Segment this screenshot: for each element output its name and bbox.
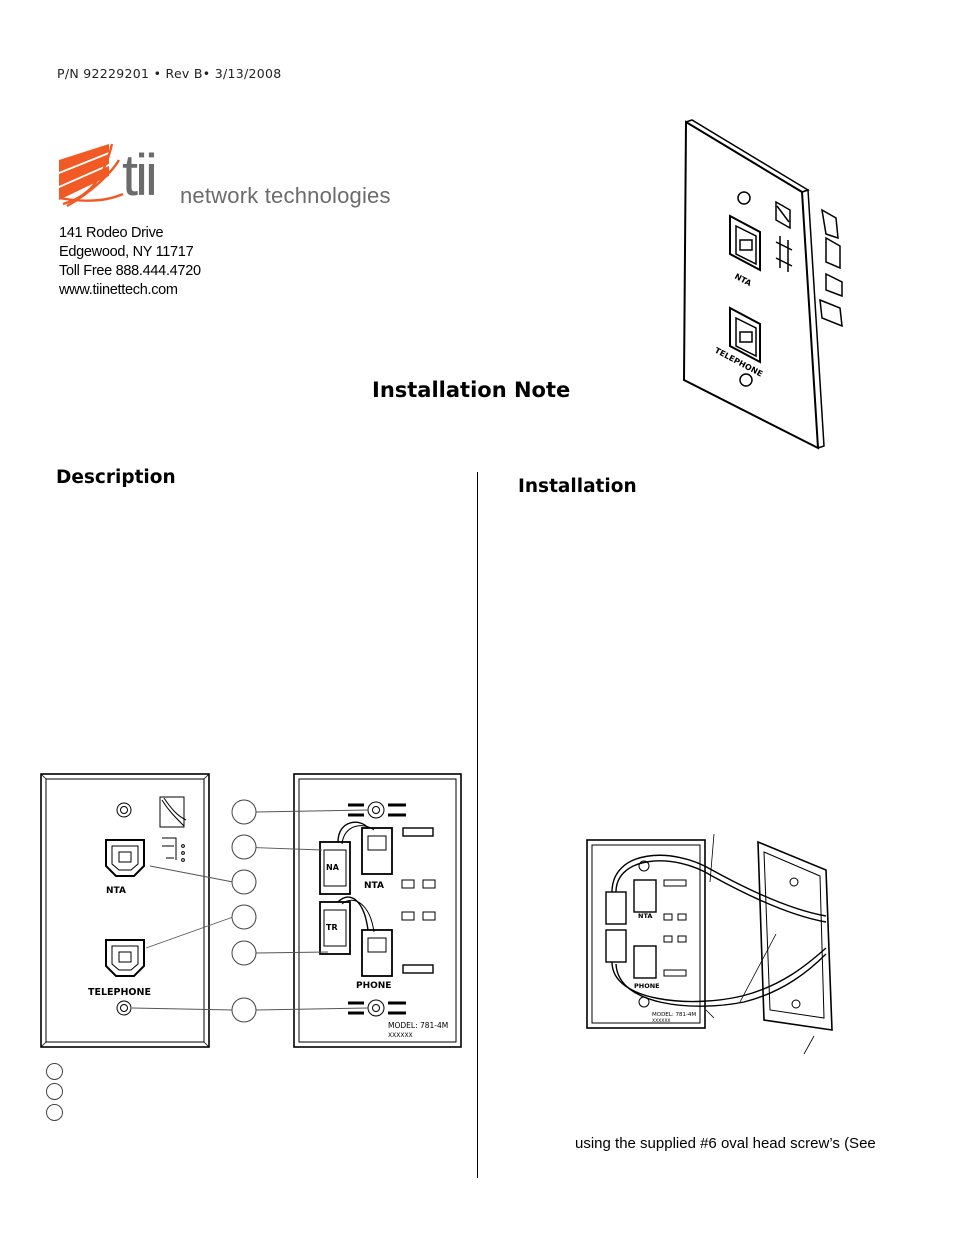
rear-label-phone: PHONE — [356, 981, 391, 991]
installation-diagram: NTA PHONE MODEL: 781-4M XXXXXX — [586, 833, 833, 1055]
install-label-serial: XXXXXX — [652, 1018, 671, 1024]
installation-body-text: using the supplied #6 oval head screw’s … — [575, 1135, 876, 1152]
rear-label-model: MODEL: 781-4M — [388, 1021, 448, 1030]
front-rear-plate-diagram: NTA TELEPHONE NA TR NTA PHONE MODEL: 781… — [40, 773, 462, 1048]
company-address: 141 Rodeo Drive Edgewood, NY 11717 Toll … — [59, 224, 201, 300]
install-label-phone: PHONE — [634, 982, 660, 990]
front-plate — [40, 773, 210, 1048]
address-line-website: www.tiinettech.com — [59, 282, 178, 298]
front-label-telephone: TELEPHONE — [88, 987, 151, 998]
rear-label-serial: XXXXXX — [388, 1032, 413, 1039]
logo-swoosh-icon — [58, 143, 124, 208]
rear-label-module-na: NA — [326, 863, 340, 872]
callout-leaders — [131, 809, 369, 1011]
logo-tagline: network technologies — [180, 183, 391, 208]
address-line-phone: Toll Free 888.444.4720 — [59, 263, 201, 279]
installation-heading: Installation — [518, 476, 637, 497]
logo-wordmark: tii — [122, 143, 158, 208]
rear-plate — [293, 773, 462, 1048]
legend-circle-1 — [46, 1063, 63, 1080]
legend-circle-3 — [46, 1104, 63, 1121]
column-divider — [477, 472, 478, 1178]
part-number: P/N 92229201 • Rev B• 3/13/2008 — [57, 66, 282, 81]
address-line-city: Edgewood, NY 11717 — [59, 244, 194, 260]
rear-label-module-tr: TR — [326, 923, 338, 932]
document-title: Installation Note — [372, 378, 571, 402]
description-heading: Description — [56, 467, 176, 488]
legend-circle-2 — [46, 1083, 63, 1100]
install-label-model: MODEL: 781-4M — [652, 1012, 696, 1018]
rear-label-nta: NTA — [364, 881, 384, 891]
address-line-street: 141 Rodeo Drive — [59, 225, 164, 241]
callout-circles — [231, 799, 257, 1023]
install-label-nta: NTA — [638, 912, 652, 920]
front-label-nta: NTA — [106, 886, 126, 896]
wall-plate-product-illustration: NTA TELEPHONE — [682, 119, 843, 450]
